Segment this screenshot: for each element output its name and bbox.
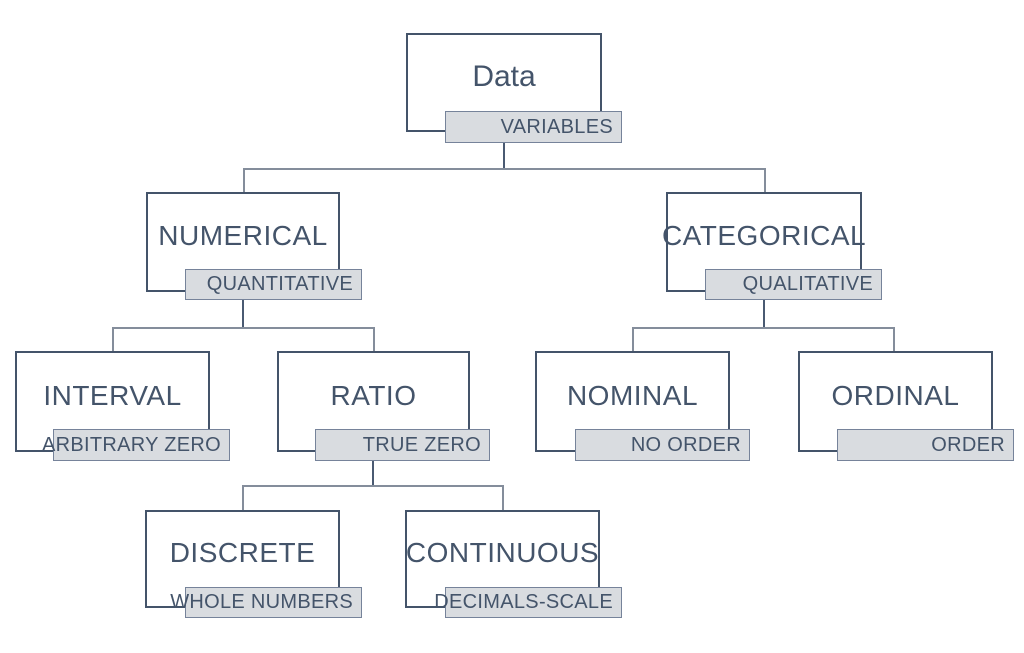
node-data-tag: VARIABLES bbox=[445, 111, 622, 143]
connector-nominal-drop bbox=[632, 327, 634, 353]
node-ratio-title: RATIO bbox=[330, 379, 417, 411]
connector-ratiochildren-horizontal bbox=[242, 485, 504, 487]
connector-numerical-stem bbox=[242, 292, 244, 329]
connector-ratio-drop bbox=[373, 327, 375, 353]
connector-categorical-drop bbox=[764, 168, 766, 194]
connector-ordinal-drop bbox=[893, 327, 895, 353]
node-nominal-tag: NO ORDER bbox=[575, 429, 750, 461]
connector-categorical-stem bbox=[763, 292, 765, 329]
node-nominal-title: NOMINAL bbox=[566, 379, 699, 411]
node-continuous-tag-label: DECIMALS-SCALE bbox=[434, 591, 613, 613]
node-ordinal-title: ORDINAL bbox=[831, 379, 960, 411]
node-categorical-title: CATEGORICAL bbox=[661, 220, 867, 251]
connector-continuous-drop bbox=[502, 485, 504, 512]
node-interval-tag-label: ARBITRARY ZERO bbox=[41, 433, 221, 456]
node-data-title: Data bbox=[472, 59, 536, 93]
connector-ratio-stem bbox=[372, 452, 374, 487]
node-ratio-tag-label: TRUE ZERO bbox=[362, 433, 481, 456]
connector-catchildren-horizontal bbox=[632, 327, 895, 329]
node-categorical-tag: QUALITATIVE bbox=[705, 269, 882, 300]
connector-row2-horizontal bbox=[243, 168, 766, 170]
node-discrete-title: DISCRETE bbox=[169, 537, 316, 568]
node-discrete-tag: WHOLE NUMBERS bbox=[170, 587, 362, 618]
node-discrete-tag-label: WHOLE NUMBERS bbox=[170, 591, 353, 613]
node-interval-title: INTERVAL bbox=[43, 379, 182, 411]
node-ordinal-tag: ORDER bbox=[837, 429, 1014, 461]
connector-interval-drop bbox=[112, 327, 114, 353]
node-ordinal-tag-label: ORDER bbox=[931, 433, 1005, 456]
node-continuous-title: CONTINUOUS bbox=[405, 537, 600, 568]
node-nominal-tag-label: NO ORDER bbox=[630, 433, 741, 456]
connector-numerical-drop bbox=[243, 168, 245, 194]
node-numerical-tag: QUANTITATIVE bbox=[185, 269, 362, 300]
node-categorical-tag-label: QUALITATIVE bbox=[742, 273, 873, 295]
connector-data-stem bbox=[503, 132, 505, 170]
node-numerical-tag-label: QUANTITATIVE bbox=[206, 273, 353, 295]
node-data-tag-label: VARIABLES bbox=[500, 115, 613, 138]
node-ratio-tag: TRUE ZERO bbox=[315, 429, 490, 461]
connector-numchildren-horizontal bbox=[112, 327, 375, 329]
node-continuous-tag: DECIMALS-SCALE bbox=[434, 587, 622, 618]
node-interval-tag: ARBITRARY ZERO bbox=[42, 429, 230, 461]
connector-discrete-drop bbox=[242, 485, 244, 512]
node-numerical-title: NUMERICAL bbox=[158, 220, 328, 251]
